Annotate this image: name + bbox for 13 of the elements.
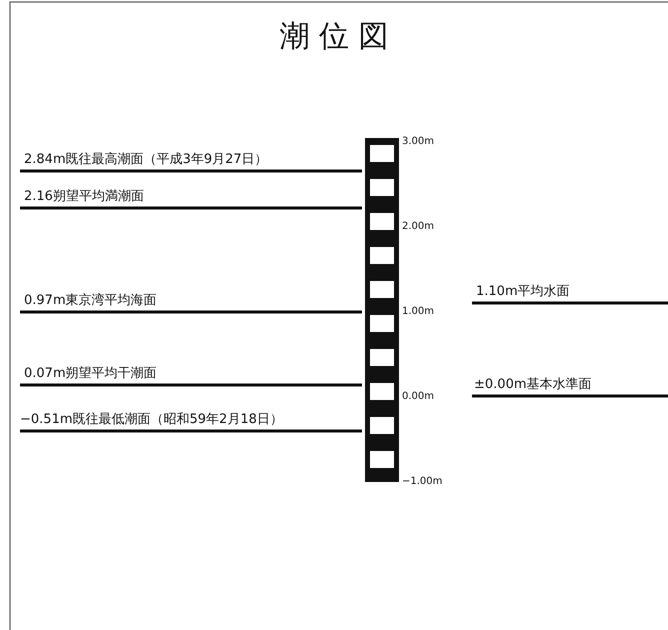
level-label: −0.51m既往最低潮面（昭和59年2月18日） [20,413,283,426]
scale-tick-label: 1.00m [402,307,434,317]
level-label: 2.84m既往最高潮面（平成3年9月27日） [24,153,268,166]
scale-tick-label: 2.00m [402,222,434,232]
scale-tick-label: −1.00m [402,477,442,487]
scale-tick-label: 3.00m [402,137,434,147]
level-label: 2.16朔望平均満潮面 [24,190,144,203]
level-label: 1.10m平均水面 [476,285,570,298]
scale-tick-label: 0.00m [402,392,434,402]
level-label: ±0.00m基本水準面 [474,378,592,391]
title: 潮 位 図 [278,22,390,52]
level-label: 0.07m朔望平均干潮面 [24,367,157,380]
level-label: 0.97m東京湾平均海面 [24,294,157,307]
